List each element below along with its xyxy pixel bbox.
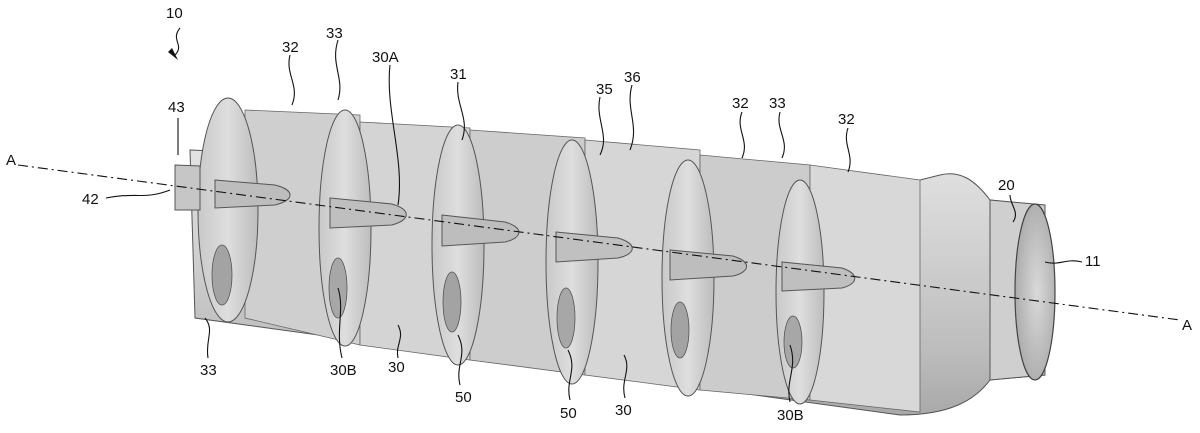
label-32-c: 32 <box>838 111 855 128</box>
label-33-c: 33 <box>200 362 217 379</box>
label-11: 11 <box>1085 253 1101 270</box>
label-50-b: 50 <box>560 405 577 422</box>
arrow-icon <box>168 48 178 60</box>
leader-lines <box>105 27 1083 403</box>
label-33-a: 33 <box>326 25 343 42</box>
label-35: 35 <box>596 81 613 98</box>
axial-bosses <box>214 179 856 292</box>
label-30A: 30A <box>372 49 399 66</box>
label-32-a: 32 <box>282 39 299 56</box>
label-30-left: 30 <box>388 359 405 376</box>
end-cap <box>174 164 201 211</box>
label-30B-right: 30B <box>777 407 804 424</box>
segmented-body <box>174 97 1056 416</box>
side-openings <box>211 244 803 369</box>
reference-labels: A A 10 11 20 30 30 30A 30B 30B 31 32 32 … <box>6 5 1192 424</box>
label-31: 31 <box>450 66 467 83</box>
axis-line <box>17 164 1181 321</box>
label-43: 43 <box>168 99 185 116</box>
label-36: 36 <box>624 69 641 86</box>
label-20: 20 <box>998 177 1015 194</box>
axis-label-right: A <box>1182 317 1192 334</box>
label-42: 42 <box>82 191 99 208</box>
outlet-tube <box>989 199 1056 381</box>
label-32-b: 32 <box>732 95 749 112</box>
label-30B-left: 30B <box>330 362 357 379</box>
label-10: 10 <box>166 5 183 22</box>
label-50-a: 50 <box>455 389 472 406</box>
axis-label-left: A <box>6 152 16 169</box>
label-33-b: 33 <box>769 95 786 112</box>
label-30-right: 30 <box>615 402 632 419</box>
